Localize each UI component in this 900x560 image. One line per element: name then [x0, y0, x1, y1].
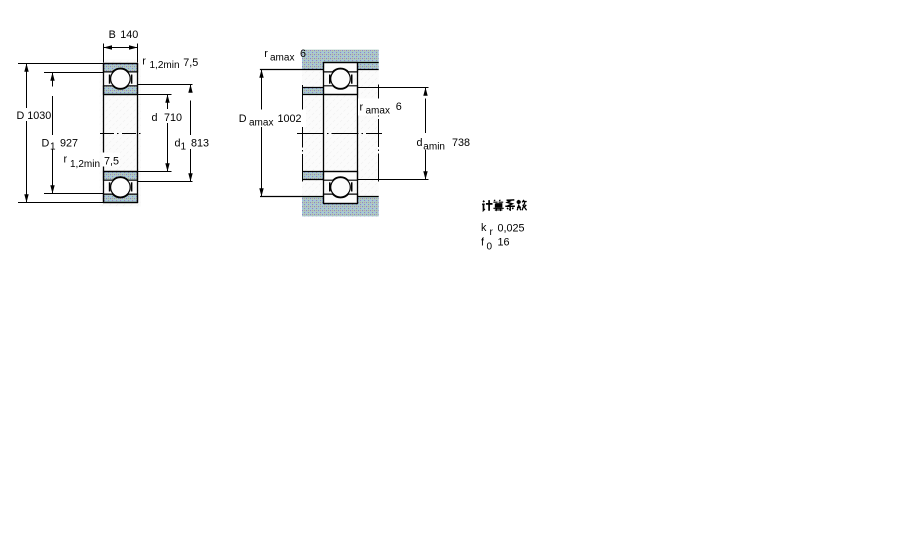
svg-text:16: 16: [498, 237, 510, 249]
svg-text:amax: amax: [249, 118, 273, 129]
svg-text:B: B: [109, 29, 116, 41]
svg-text:r: r: [142, 56, 146, 68]
svg-text:710: 710: [164, 112, 182, 124]
svg-text:f: f: [481, 237, 485, 249]
svg-text:r: r: [360, 102, 364, 114]
svg-text:amin: amin: [423, 142, 445, 153]
svg-text:1030: 1030: [27, 110, 51, 122]
svg-text:r: r: [64, 154, 68, 166]
svg-text:amax: amax: [270, 52, 294, 63]
svg-text:140: 140: [120, 29, 138, 41]
svg-text:1,2min: 1,2min: [70, 159, 100, 170]
svg-text:1: 1: [181, 142, 187, 153]
svg-text:6: 6: [300, 48, 306, 60]
svg-text:7,5: 7,5: [104, 155, 119, 167]
svg-text:1: 1: [50, 142, 56, 153]
svg-text:D: D: [42, 137, 50, 149]
svg-text:D: D: [17, 110, 25, 122]
svg-text:d: d: [417, 137, 423, 149]
svg-text:6: 6: [396, 101, 402, 113]
svg-text:D: D: [239, 113, 247, 125]
svg-text:927: 927: [60, 137, 78, 149]
svg-text:7,5: 7,5: [183, 57, 198, 69]
svg-text:0,025: 0,025: [498, 223, 525, 235]
svg-text:738: 738: [452, 137, 470, 149]
svg-text:k: k: [481, 222, 487, 234]
svg-text:d: d: [152, 112, 158, 124]
svg-text:1002: 1002: [278, 113, 302, 125]
svg-text:0: 0: [487, 242, 493, 253]
svg-text:r: r: [264, 48, 268, 60]
svg-text:r: r: [490, 227, 494, 238]
svg-text:amax: amax: [366, 106, 390, 117]
svg-text:1,2min: 1,2min: [150, 60, 180, 71]
svg-text:813: 813: [191, 137, 209, 149]
svg-text:d: d: [175, 137, 181, 149]
